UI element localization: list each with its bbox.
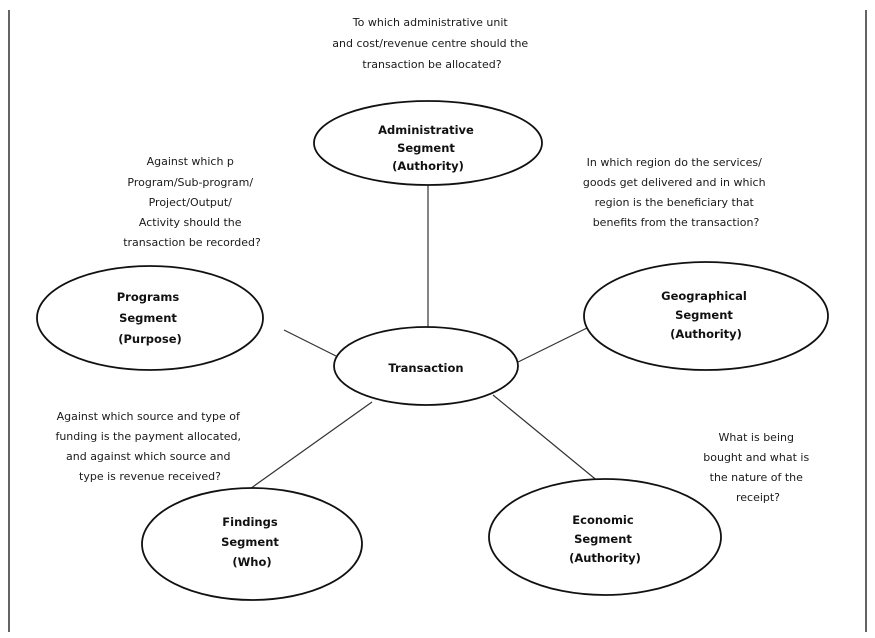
edge-findings [239, 401, 373, 497]
node-programs [36, 265, 264, 371]
node-geographical [583, 261, 829, 371]
node-findings [141, 487, 363, 601]
node-economic [488, 478, 722, 596]
question-economic: What is being bought and what is the nat… [703, 431, 812, 504]
node-label-programs: Programs Segment (Purpose) [117, 290, 184, 346]
node-transaction [333, 326, 519, 406]
question-findings: Against which source and type of funding… [55, 410, 244, 483]
node-administrative [313, 100, 543, 186]
question-programs: Against which p Program/Sub-program/ Pro… [123, 155, 261, 249]
edge-geographical [511, 327, 588, 366]
question-geographical: In which region do the services/ goods g… [583, 156, 769, 229]
question-administrative: To which administrative unit and cost/re… [332, 16, 531, 71]
edge-economic [492, 394, 606, 488]
node-label-findings: Findings Segment (Who) [221, 515, 283, 569]
node-label-geographical: Geographical Segment (Authority) [661, 289, 751, 341]
node-label-transaction: Transaction [388, 361, 463, 375]
node-label-economic: Economic Segment (Authority) [569, 513, 641, 565]
node-label-administrative: Administrative Segment (Authority) [378, 123, 478, 173]
